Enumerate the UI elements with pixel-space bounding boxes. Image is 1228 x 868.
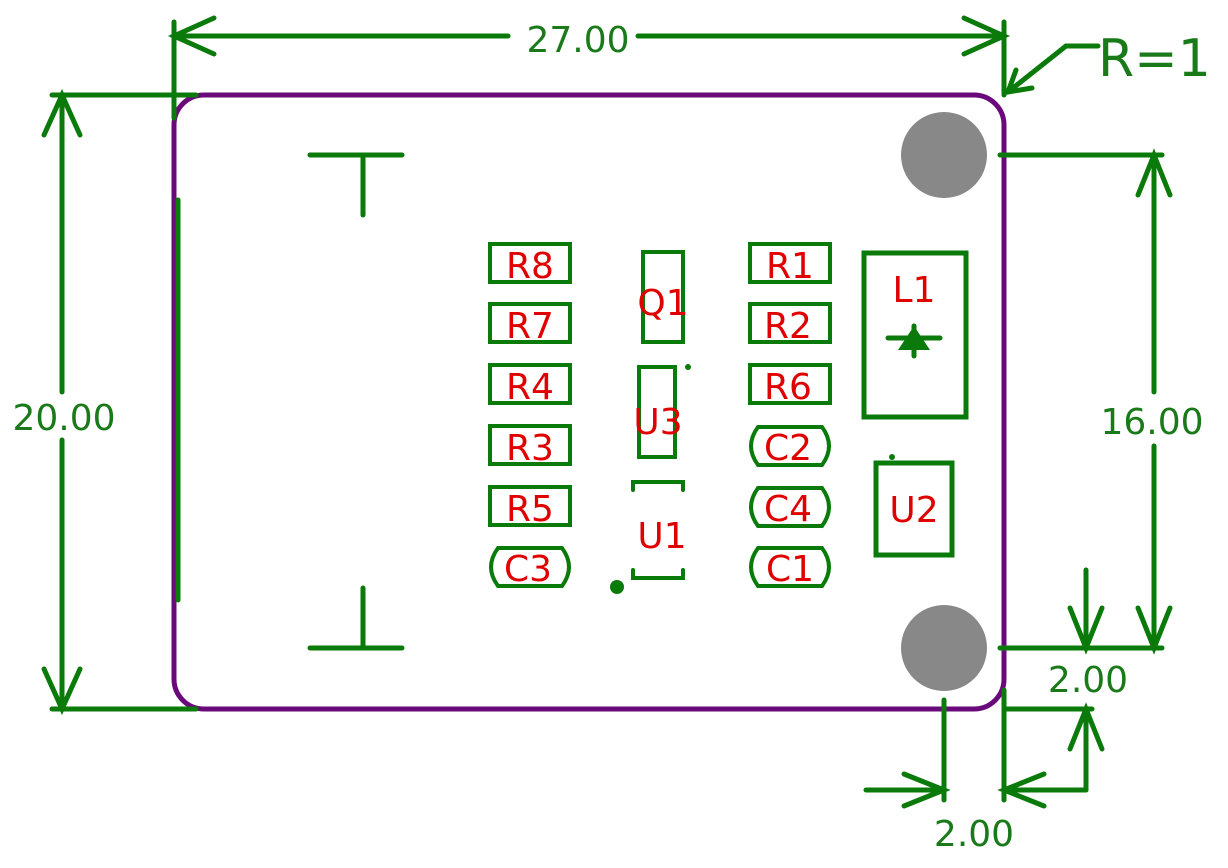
pin1-marker: [610, 580, 624, 594]
component-c1: C1: [749, 546, 831, 590]
svg-text:R7: R7: [506, 306, 554, 347]
height-label: 20.00: [12, 398, 115, 439]
svg-text:C2: C2: [764, 428, 812, 469]
connector-mark-bottom: [307, 585, 405, 651]
svg-text:U2: U2: [889, 490, 938, 531]
diode-icon: [885, 323, 943, 359]
component-r7: R7: [488, 302, 572, 347]
hole-y-offset-label: 2.00: [1048, 660, 1128, 701]
corner-radius-callout: R=1: [1004, 29, 1211, 96]
svg-text:R2: R2: [764, 306, 812, 347]
height-dimension: 20.00: [12, 88, 199, 716]
mounting-hole-top: [901, 112, 987, 198]
component-c4: C4: [749, 486, 831, 530]
component-r6: R6: [748, 363, 832, 408]
svg-text:R8: R8: [506, 246, 554, 287]
component-l1: L1: [861, 250, 969, 420]
component-u2: U2: [873, 454, 955, 558]
svg-text:Q1: Q1: [637, 283, 688, 324]
svg-text:U1: U1: [637, 516, 686, 557]
svg-text:R6: R6: [764, 367, 812, 408]
component-c2: C2: [749, 425, 831, 469]
corner-radius-label: R=1: [1098, 29, 1211, 89]
component-r4: R4: [488, 363, 572, 408]
component-u1: U1: [610, 480, 687, 594]
width-dimension: 27.00: [167, 15, 1011, 121]
board-outline: [171, 92, 1007, 712]
component-r2: R2: [748, 302, 832, 347]
mounting-hole-bottom: [901, 605, 987, 691]
svg-text:R5: R5: [506, 489, 554, 530]
hole-y-offset-dimension: 2.00: [1001, 567, 1128, 793]
svg-text:C3: C3: [504, 549, 552, 590]
connector-mark-top: [307, 152, 405, 218]
hole-x-offset-dimension: 2.00: [863, 687, 1089, 855]
svg-text:C4: C4: [764, 489, 812, 530]
svg-text:R3: R3: [506, 428, 554, 469]
svg-text:U3: U3: [633, 402, 682, 443]
component-r1: R1: [748, 242, 832, 287]
hole-spacing-dimension: 16.00: [997, 148, 1204, 655]
width-label: 27.00: [526, 20, 629, 61]
component-r3: R3: [488, 424, 572, 469]
svg-text:R4: R4: [506, 367, 554, 408]
hole-x-offset-label: 2.00: [934, 814, 1014, 855]
component-u3: U3: [633, 364, 691, 459]
component-r5: R5: [488, 485, 572, 530]
svg-text:R1: R1: [766, 246, 814, 287]
component-q1: Q1: [637, 250, 689, 344]
hole-spacing-label: 16.00: [1100, 402, 1203, 443]
svg-text:C1: C1: [766, 549, 814, 590]
component-r8: R8: [488, 242, 572, 287]
svg-text:L1: L1: [893, 270, 936, 311]
component-c3: C3: [489, 546, 571, 590]
